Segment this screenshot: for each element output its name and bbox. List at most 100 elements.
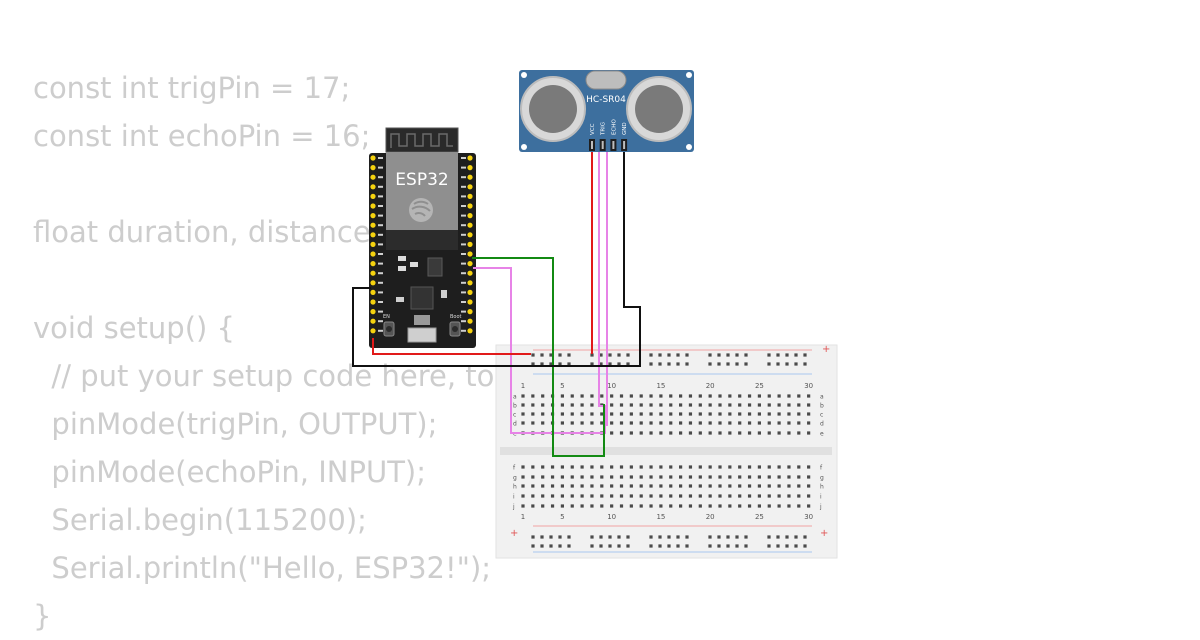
breadboard-hole[interactable] bbox=[777, 465, 781, 469]
breadboard-hole[interactable] bbox=[659, 475, 663, 479]
breadboard-hole[interactable] bbox=[550, 475, 555, 479]
breadboard-hole[interactable] bbox=[580, 484, 584, 488]
esp32-pin[interactable] bbox=[467, 184, 473, 190]
breadboard-hole[interactable] bbox=[757, 431, 761, 435]
breadboard-hole[interactable] bbox=[738, 484, 742, 488]
rail-hole[interactable] bbox=[776, 362, 780, 366]
breadboard-hole[interactable] bbox=[718, 484, 722, 488]
esp32-pin[interactable] bbox=[370, 289, 376, 295]
rail-hole[interactable] bbox=[744, 544, 748, 548]
rail-hole[interactable] bbox=[590, 535, 594, 539]
breadboard-hole[interactable] bbox=[610, 431, 614, 435]
breadboard-hole[interactable] bbox=[787, 484, 791, 488]
breadboard-hole[interactable] bbox=[679, 504, 683, 508]
breadboard-hole[interactable] bbox=[777, 421, 781, 425]
breadboard-hole[interactable] bbox=[688, 465, 693, 469]
esp32-pin[interactable] bbox=[467, 193, 473, 199]
rail-hole[interactable] bbox=[676, 535, 680, 539]
breadboard-hole[interactable] bbox=[541, 412, 545, 416]
rail-hole[interactable] bbox=[558, 362, 562, 366]
rail-hole[interactable] bbox=[794, 353, 798, 357]
breadboard-hole[interactable] bbox=[570, 494, 574, 498]
breadboard-hole[interactable] bbox=[777, 504, 781, 508]
sensor-pin[interactable] bbox=[601, 141, 604, 149]
breadboard-hole[interactable] bbox=[669, 431, 673, 435]
breadboard-hole[interactable] bbox=[541, 403, 545, 407]
breadboard-hole[interactable] bbox=[639, 403, 643, 407]
breadboard-hole[interactable] bbox=[590, 494, 594, 498]
breadboard-hole[interactable] bbox=[679, 394, 683, 398]
breadboard-hole[interactable] bbox=[757, 421, 761, 425]
rail-hole[interactable] bbox=[626, 362, 630, 366]
breadboard-hole[interactable] bbox=[639, 494, 643, 498]
breadboard-hole[interactable] bbox=[629, 403, 633, 407]
breadboard-hole[interactable] bbox=[669, 494, 673, 498]
breadboard-hole[interactable] bbox=[738, 431, 742, 435]
breadboard-hole[interactable] bbox=[698, 431, 702, 435]
esp32-pin[interactable] bbox=[467, 213, 473, 219]
breadboard-hole[interactable] bbox=[797, 403, 801, 407]
esp32-pin[interactable] bbox=[467, 222, 473, 228]
esp32-pin[interactable] bbox=[370, 241, 376, 247]
breadboard-hole[interactable] bbox=[531, 412, 535, 416]
breadboard-hole[interactable] bbox=[619, 504, 624, 508]
rail-hole[interactable] bbox=[794, 362, 798, 366]
breadboard-hole[interactable] bbox=[521, 475, 525, 479]
breadboard-hole[interactable] bbox=[757, 475, 761, 479]
breadboard-hole[interactable] bbox=[767, 504, 771, 508]
breadboard-hole[interactable] bbox=[767, 484, 771, 488]
rail-hole[interactable] bbox=[717, 362, 721, 366]
breadboard-hole[interactable] bbox=[718, 431, 722, 435]
breadboard-hole[interactable] bbox=[629, 412, 633, 416]
breadboard-hole[interactable] bbox=[747, 465, 752, 469]
breadboard-hole[interactable] bbox=[560, 412, 564, 416]
breadboard-hole[interactable] bbox=[669, 465, 673, 469]
breadboard-hole[interactable] bbox=[639, 412, 643, 416]
sensor-pin[interactable] bbox=[612, 141, 615, 149]
breadboard-hole[interactable] bbox=[807, 412, 811, 416]
rail-hole[interactable] bbox=[590, 362, 594, 366]
rail-hole[interactable] bbox=[735, 362, 739, 366]
rail-hole[interactable] bbox=[735, 544, 739, 548]
breadboard-hole[interactable] bbox=[590, 421, 594, 425]
rail-hole[interactable] bbox=[685, 362, 689, 366]
breadboard-hole[interactable] bbox=[757, 484, 761, 488]
esp32-pin[interactable] bbox=[467, 270, 473, 276]
breadboard-hole[interactable] bbox=[708, 465, 712, 469]
rail-hole[interactable] bbox=[767, 362, 771, 366]
rail-hole[interactable] bbox=[685, 353, 689, 357]
rail-hole[interactable] bbox=[590, 544, 594, 548]
rail-hole[interactable] bbox=[540, 544, 544, 548]
breadboard-hole[interactable] bbox=[747, 412, 752, 416]
breadboard-hole[interactable] bbox=[560, 465, 564, 469]
breadboard-hole[interactable] bbox=[807, 504, 811, 508]
rail-hole[interactable] bbox=[717, 535, 721, 539]
breadboard-hole[interactable] bbox=[659, 394, 663, 398]
breadboard-hole[interactable] bbox=[777, 431, 781, 435]
breadboard-hole[interactable] bbox=[649, 494, 653, 498]
breadboard-hole[interactable] bbox=[629, 421, 633, 425]
breadboard-hole[interactable] bbox=[728, 431, 732, 435]
breadboard-hole[interactable] bbox=[610, 412, 614, 416]
breadboard-hole[interactable] bbox=[600, 475, 604, 479]
breadboard-hole[interactable] bbox=[541, 394, 545, 398]
rail-hole[interactable] bbox=[617, 353, 621, 357]
breadboard-hole[interactable] bbox=[600, 484, 604, 488]
breadboard-hole[interactable] bbox=[738, 412, 742, 416]
esp32-pin[interactable] bbox=[467, 261, 473, 267]
rail-hole[interactable] bbox=[785, 535, 789, 539]
rail-hole[interactable] bbox=[676, 353, 680, 357]
rail-hole[interactable] bbox=[785, 544, 789, 548]
breadboard-hole[interactable] bbox=[659, 465, 663, 469]
breadboard-hole[interactable] bbox=[767, 431, 771, 435]
breadboard-hole[interactable] bbox=[531, 475, 535, 479]
breadboard-hole[interactable] bbox=[531, 465, 535, 469]
breadboard-hole[interactable] bbox=[560, 475, 564, 479]
breadboard-hole[interactable] bbox=[600, 504, 604, 508]
breadboard-hole[interactable] bbox=[521, 494, 525, 498]
breadboard-hole[interactable] bbox=[521, 412, 525, 416]
rail-hole[interactable] bbox=[776, 535, 780, 539]
breadboard-hole[interactable] bbox=[619, 412, 624, 416]
esp32-pin[interactable] bbox=[370, 222, 376, 228]
esp32-pin[interactable] bbox=[467, 299, 473, 305]
